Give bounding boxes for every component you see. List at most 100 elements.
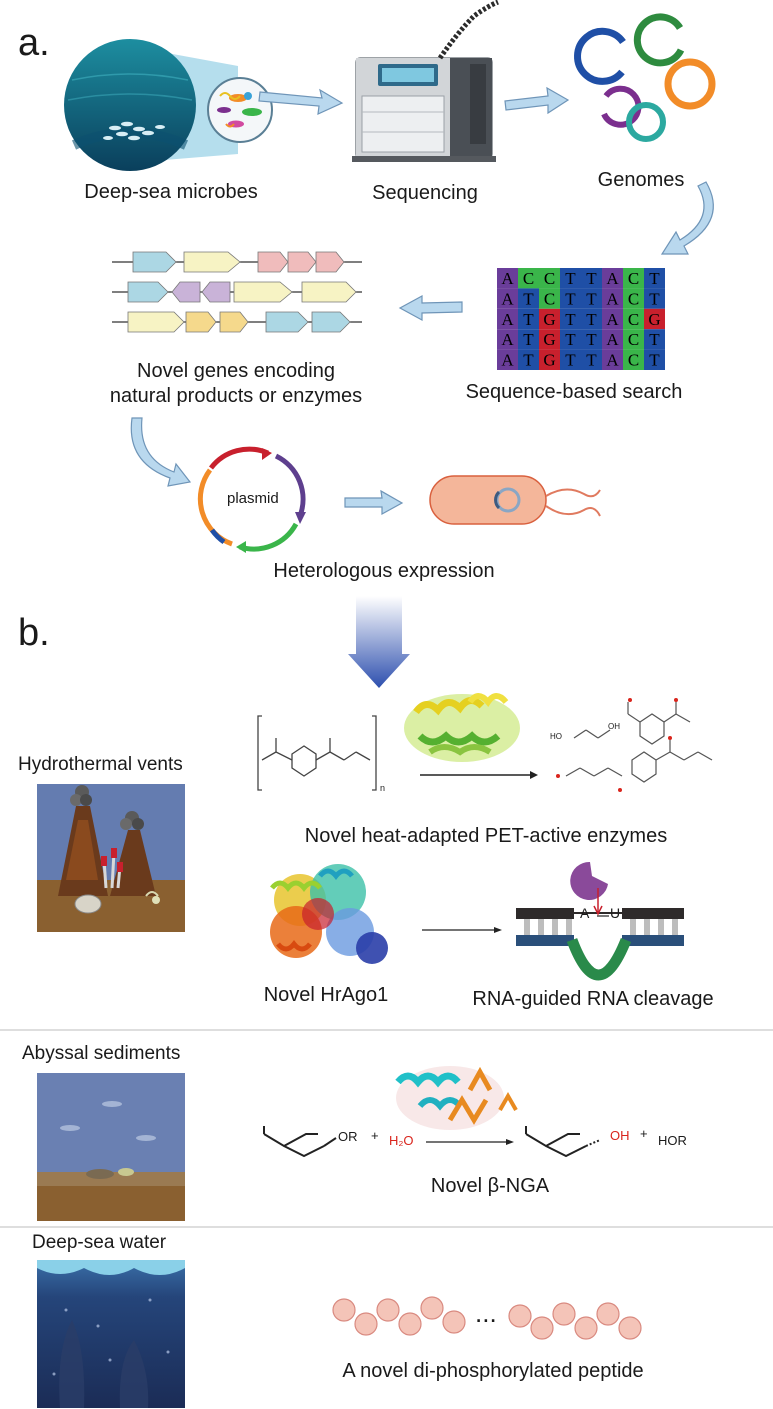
peptide-chain-icon (332, 1296, 642, 1340)
sequence-base: A (606, 330, 619, 349)
abyssal-sediment-illustration (37, 1073, 185, 1221)
finding-beta-nga: Novel β-NGA (430, 1175, 550, 1197)
sequence-base: A (606, 310, 619, 329)
sequence-cell (497, 268, 518, 289)
arrow-left (398, 294, 463, 322)
sequence-cell (497, 308, 518, 330)
sequence-cell (602, 288, 623, 309)
sequence-base: A (501, 269, 514, 288)
rna-base-u: U (610, 905, 621, 921)
sequence-cell (644, 268, 665, 289)
sequence-base: G (543, 310, 555, 329)
sequence-base: A (501, 289, 514, 308)
sequence-cell (623, 308, 644, 330)
sequence-cell (623, 288, 644, 309)
arrow-right-2 (504, 86, 570, 115)
sequence-cell (497, 329, 518, 350)
panel-label-a: a. (18, 22, 50, 64)
sequence-base: T (586, 269, 597, 288)
finding-hrago1: Novel HrAgo1 (263, 984, 389, 1006)
site-label-hydrothermal: Hydrothermal vents (18, 754, 183, 775)
sequence-cell (560, 349, 581, 370)
sequence-cell (518, 349, 539, 370)
plasmid-label: plasmid (227, 490, 279, 507)
sequence-base: G (543, 351, 555, 370)
gene-clusters (112, 251, 362, 333)
search-caption: Sequence-based search (465, 381, 683, 403)
pet-polymer-structure (257, 715, 377, 791)
peptide-ellipsis: ... (475, 1298, 497, 1328)
pet-products-structure (565, 702, 713, 783)
chem-or-label: OR (338, 1129, 358, 1144)
sequence-base: T (649, 351, 660, 370)
chem-water-label: H₂O (389, 1133, 414, 1148)
sequence-base: T (523, 310, 534, 329)
sequence-cell (560, 288, 581, 309)
sequence-cell (644, 308, 665, 330)
site-label-abyssal: Abyssal sediments (22, 1043, 181, 1064)
deep-sea-water-illustration (37, 1260, 185, 1408)
sequence-cell (602, 268, 623, 289)
sequence-base: C (628, 310, 639, 329)
hrago1-structure-icon (270, 864, 388, 964)
sequence-base: T (523, 289, 534, 308)
sequence-cell (644, 329, 665, 350)
chem-plus-2: + (640, 1126, 648, 1141)
chem-oh-product: OH (610, 1128, 630, 1143)
sequence-base: T (649, 269, 660, 288)
sequence-base: T (565, 330, 576, 349)
sequence-base: A (606, 289, 619, 308)
sequence-base: C (544, 269, 555, 288)
sequence-base: A (501, 351, 514, 370)
microbes-caption: Deep-sea microbes (84, 181, 258, 203)
sequence-base: T (586, 330, 597, 349)
sequence-cell (602, 308, 623, 330)
glycoside-substrate-structure (263, 1126, 337, 1158)
sequence-cell (560, 329, 581, 350)
sequence-cell (581, 308, 602, 330)
sequence-base: C (544, 289, 555, 308)
polymer-repeat-n: n (380, 783, 386, 793)
sequence-base: T (586, 289, 597, 308)
sequence-base: T (565, 269, 576, 288)
glycoside-product-structure (525, 1126, 601, 1158)
finding-peptide: A novel di-phosphorylated peptide (342, 1360, 644, 1382)
rna-base-a: A (580, 905, 590, 921)
sequence-base: C (523, 269, 534, 288)
sequence-cell (560, 308, 581, 330)
sequence-cell (644, 349, 665, 370)
chem-oh-label: OH (608, 722, 620, 731)
sequence-base: C (628, 351, 639, 370)
sequence-base: T (523, 330, 534, 349)
sequence-base: T (565, 351, 576, 370)
sequence-base: C (628, 269, 639, 288)
finding-pet-enzymes: Novel heat-adapted PET-active enzymes (304, 825, 668, 847)
sequence-base: T (586, 310, 597, 329)
arrow-curve-down (660, 181, 714, 255)
sequence-cell (581, 349, 602, 370)
pet-enzyme-structure-icon (404, 693, 520, 762)
sequencer-icon (352, 0, 499, 162)
sequence-base: A (501, 310, 514, 329)
arrow-right-1 (258, 88, 344, 115)
expression-caption: Heterologous expression (273, 560, 495, 582)
sequence-cell (539, 349, 560, 370)
plasmid-icon (197, 446, 306, 553)
chem-plus-1: + (371, 1128, 379, 1143)
sequence-cell (539, 308, 560, 330)
sequence-base: T (565, 289, 576, 308)
sequence-cell (539, 329, 560, 350)
finding-rna-cleavage: RNA-guided RNA cleavage (472, 988, 714, 1010)
sequence-base: G (543, 330, 555, 349)
sequence-cell (518, 308, 539, 330)
panel-label-b: b. (18, 612, 50, 654)
chem-ho-label: HO (550, 732, 562, 741)
rna-cleavage-icon (516, 861, 684, 981)
sequence-cell (539, 268, 560, 289)
sequence-cell (581, 288, 602, 309)
sequence-base: T (649, 330, 660, 349)
sequence-cell (518, 288, 539, 309)
